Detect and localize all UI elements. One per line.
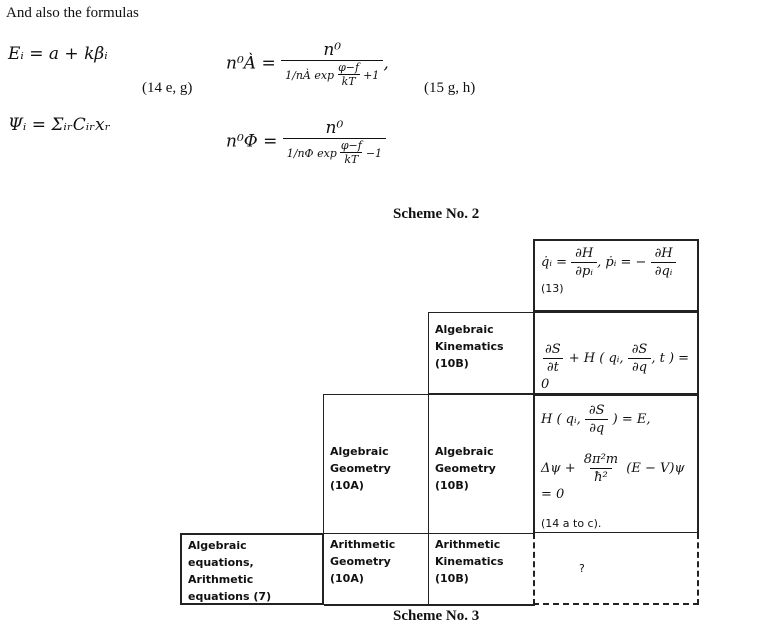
hj-energy-fraction: ∂S∂q	[585, 402, 609, 437]
hj-time-den-2: ∂q	[628, 358, 652, 376]
hamilton-pdot-num: ∂H	[654, 246, 673, 261]
hj-energy-num: ∂S	[588, 403, 605, 418]
hamilton-qdot-fraction: ∂H∂pᵢ	[571, 245, 597, 280]
formula-n-a-exp-num: φ−f	[338, 61, 360, 74]
schrodinger-end: (E − V)ψ = 0	[541, 461, 685, 502]
hamilton-pdot-fraction: ∂H∂qᵢ	[650, 245, 677, 280]
algebraic-equations-label: Algebraic equations, Arithmetic equation…	[188, 539, 272, 603]
cell-hamilton-equations: q̇ᵢ = ∂H∂pᵢ, ṗᵢ = − ∂H∂qᵢ (13)	[533, 239, 699, 312]
algebraic-kinematics-label: Algebraic Kinematics (10B)	[435, 323, 504, 370]
formula-n-phi-exp-den: kT	[340, 152, 363, 166]
hj-time-end: , t ) = 0	[541, 351, 690, 392]
formula-n-phi-den-pre: 1/nΦ exp	[286, 147, 337, 160]
formula-n-a-comma: ,	[383, 53, 389, 74]
hamilton-pdot-den: ∂qᵢ	[650, 262, 677, 280]
unknown-label: ?	[579, 561, 585, 575]
hj-time-mid: + H ( qᵢ,	[568, 351, 624, 366]
cell-hamilton-jacobi-time: ∂S∂t + H ( qᵢ, ∂S∂q, t ) = 0	[533, 311, 699, 395]
cell-algebraic-geometry-10b: Algebraic Geometry (10B)	[428, 394, 534, 534]
hj-energy-pre: H ( qᵢ,	[541, 412, 581, 427]
cell-arithmetic-kinematics: Arithmetic Kinematics (10B)	[428, 533, 534, 605]
hj-energy-den: ∂q	[585, 419, 609, 437]
hj-time-den-1: ∂t	[542, 358, 563, 376]
algebraic-geometry-10a-label: Algebraic Geometry (10A)	[330, 445, 391, 492]
schrodinger-num: 8π²m	[583, 452, 619, 467]
hj-energy-end: ) = E,	[612, 412, 651, 427]
formula-n-phi-exp-num: φ−f	[340, 139, 362, 152]
hamilton-qdot-num: ∂H	[575, 246, 594, 261]
intro-text: And also the formulas	[6, 5, 139, 21]
hamilton-qdot-lhs: q̇ᵢ =	[541, 255, 567, 270]
cell-algebraic-equations: Algebraic equations, Arithmetic equation…	[180, 533, 324, 605]
formula-n-a-exp-den: kT	[337, 74, 360, 88]
schrodinger-den: ħ²	[590, 468, 612, 486]
formula-n-a-den-post: +1	[363, 69, 380, 82]
arithmetic-kinematics-label: Arithmetic Kinematics (10B)	[435, 538, 504, 585]
schrodinger-ref: (14 a to c).	[541, 517, 602, 530]
formula-n-a-numerator: n⁰	[323, 40, 342, 60]
cell-arithmetic-geometry: Arithmetic Geometry (10A)	[323, 533, 429, 605]
formula-n-a-den-pre: 1/nÀ exp	[285, 69, 335, 82]
formula-n-phi-den-post: −1	[365, 147, 383, 160]
scheme-2-title: Scheme No. 2	[393, 206, 480, 222]
hamilton-equation: q̇ᵢ = ∂H∂pᵢ, ṗᵢ = − ∂H∂qᵢ	[541, 245, 691, 280]
hj-time-fraction-2: ∂S∂q	[628, 341, 652, 376]
hj-time-num-1: ∂S	[545, 342, 561, 357]
arithmetic-geometry-label: Arithmetic Geometry (10A)	[330, 538, 396, 585]
hj-time-num-2: ∂S	[631, 342, 648, 357]
cell-algebraic-kinematics: Algebraic Kinematics (10B)	[428, 312, 534, 394]
cell-algebraic-geometry-10a: Algebraic Geometry (10A)	[323, 394, 429, 534]
formula-psi: Ψᵢ = ΣᵢᵣCᵢᵣxᵣ	[8, 115, 111, 135]
hamilton-ref: (13)	[541, 282, 564, 295]
formula-n-a-lhs: n⁰À =	[226, 53, 276, 74]
schrodinger-pre: Δψ +	[541, 461, 576, 476]
scheme-3-title: Scheme No. 3	[393, 608, 480, 624]
equation-label-14: (14 e, g)	[142, 80, 193, 96]
hamilton-jacobi-time-equation: ∂S∂t + H ( qᵢ, ∂S∂q, t ) = 0	[541, 341, 691, 393]
equation-label-15: (15 g, h)	[424, 80, 476, 96]
formula-n-phi-lhs: n⁰Φ =	[226, 131, 278, 152]
hamilton-jacobi-energy-equation: H ( qᵢ, ∂S∂q ) = E,	[541, 402, 691, 437]
hj-time-fraction-1: ∂S∂t	[541, 341, 565, 376]
hamilton-pdot-lhs: , ṗᵢ = −	[597, 255, 647, 270]
formula-n-phi-numerator: n⁰	[325, 118, 344, 138]
hamilton-qdot-den: ∂pᵢ	[571, 262, 597, 280]
algebraic-geometry-10b-label: Algebraic Geometry (10B)	[435, 445, 496, 492]
cell-unknown: ?	[533, 533, 699, 605]
formula-energy: Eᵢ = a + kβᵢ	[8, 44, 108, 64]
